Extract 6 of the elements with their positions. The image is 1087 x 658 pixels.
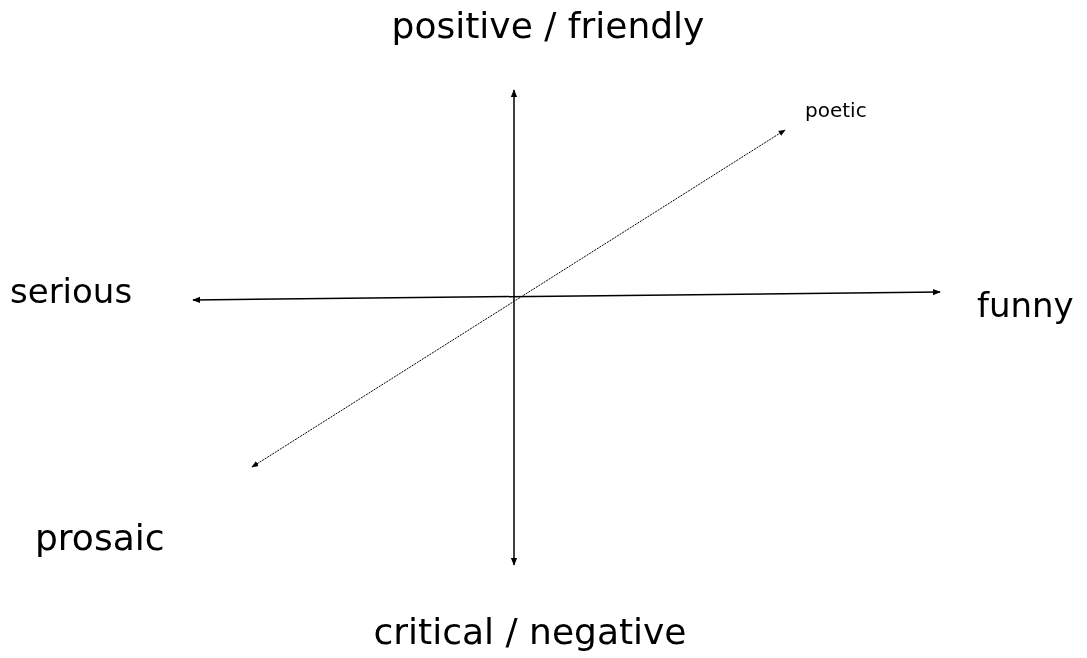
axis-label: positive / friendly — [391, 8, 705, 44]
axis-label: funny — [977, 288, 1074, 322]
axis-label: critical / negative — [373, 614, 687, 650]
axis-label: poetic — [805, 100, 867, 120]
axis-label: prosaic — [35, 520, 165, 556]
axis-label: serious — [10, 274, 133, 308]
